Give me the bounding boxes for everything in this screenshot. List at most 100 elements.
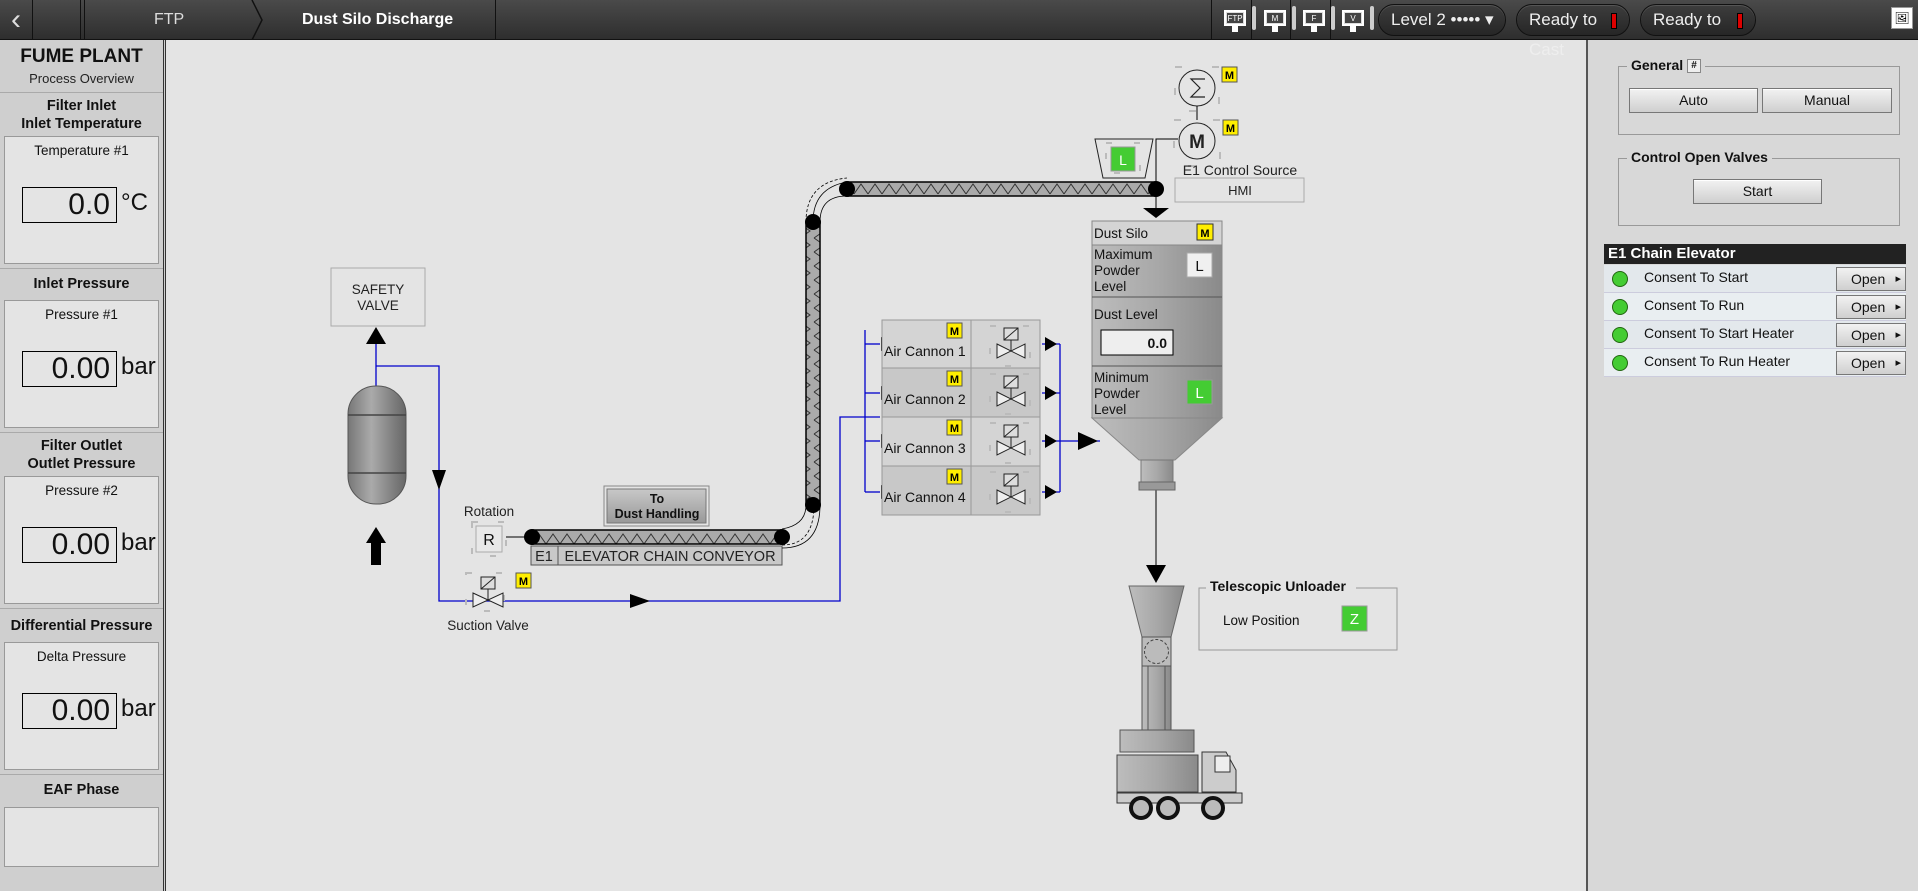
- telescopic-unloader-graphic: [1116, 585, 1243, 820]
- ready-to-roll-indicator[interactable]: Ready to Roll: [1640, 4, 1756, 59]
- manual-button[interactable]: Manual: [1762, 88, 1892, 113]
- conveyor-name: ELEVATOR CHAIN CONVEYOR: [564, 549, 775, 565]
- rotation-indicator[interactable]: R: [471, 521, 530, 557]
- screen-button-f[interactable]: F: [1301, 6, 1341, 34]
- divider: [1251, 0, 1252, 40]
- consent-row: Consent To Start Heater Open: [1604, 321, 1906, 349]
- ready-to-cast-indicator[interactable]: Ready to Cast: [1516, 4, 1630, 59]
- chain-elevator-title: E1 Chain Elevator: [1604, 244, 1906, 264]
- screen-button-ftp[interactable]: FTP: [1222, 6, 1262, 34]
- motor-manual-badge: M: [1222, 119, 1239, 136]
- consent-row: Consent To Run Heater Open: [1604, 349, 1906, 377]
- manual-badge-text: M: [950, 326, 959, 338]
- arrow-right-icon: [630, 594, 650, 608]
- divider: [1330, 0, 1331, 40]
- svg-text:M: M: [1226, 123, 1235, 135]
- panel-header: FUME PLANT Process Overview: [0, 46, 163, 93]
- valve-frame: [989, 373, 1031, 415]
- level-dropdown[interactable]: Level 2 ••••• ▾: [1378, 4, 1506, 36]
- manual-badge-text: M: [950, 374, 959, 386]
- image-icon[interactable]: 🖼: [1891, 7, 1913, 29]
- differential-pressure-section: Differential Pressure Delta Pressure 0.0…: [0, 609, 163, 775]
- arrow-right-icon: [1045, 337, 1057, 351]
- silo-manual-badge: M: [1200, 228, 1209, 240]
- status-led-green: [1612, 327, 1628, 343]
- auto-button[interactable]: Auto: [1629, 88, 1758, 113]
- delta-pressure-value: 0.00: [22, 693, 117, 729]
- consent-row: Consent To Start Open: [1604, 265, 1906, 293]
- temperature-box: Temperature #1 0.0 °C: [4, 136, 159, 264]
- manual-badge: [946, 468, 963, 485]
- valve-icon: [996, 489, 1026, 505]
- wheel: [1129, 796, 1153, 820]
- rotation-label: Rotation: [464, 504, 514, 519]
- suction-valve[interactable]: [465, 572, 505, 612]
- back-button[interactable]: ‹: [0, 0, 33, 40]
- elevator-chain-conveyor[interactable]: E1 ELEVATOR CHAIN CONVEYOR: [524, 529, 790, 566]
- open-button[interactable]: Open: [1836, 323, 1906, 347]
- min-powder-level-state: L: [1195, 385, 1203, 402]
- manual-badge: [946, 370, 963, 387]
- status-led-green: [1612, 271, 1628, 287]
- heater[interactable]: [1174, 66, 1220, 112]
- open-button[interactable]: Open: [1836, 267, 1906, 291]
- screen-label: FTP: [1226, 12, 1244, 24]
- rotation-state: R: [483, 532, 495, 549]
- temperature-unit: °C: [121, 189, 148, 216]
- control-source-value: HMI: [1228, 183, 1252, 198]
- safety-valve-label-line2: VALVE: [357, 298, 399, 313]
- hopper: L: [1094, 138, 1154, 179]
- pressure-unit: bar: [121, 353, 156, 380]
- pin-icon[interactable]: #: [1687, 59, 1702, 74]
- divider: [1211, 0, 1212, 40]
- safety-valve[interactable]: SAFETY VALVE: [330, 267, 426, 327]
- top-conveyor: [846, 181, 1157, 197]
- open-button[interactable]: Open: [1836, 351, 1906, 375]
- start-button[interactable]: Start: [1693, 179, 1822, 204]
- filter-vessel: [347, 385, 407, 505]
- air-cannon-label: Air Cannon 4: [884, 489, 966, 505]
- open-button[interactable]: Open: [1836, 295, 1906, 319]
- pressure-value: 0.00: [22, 527, 117, 563]
- arrow-right-icon: [1045, 386, 1057, 400]
- suction-valve-label: Suction Valve: [447, 618, 529, 633]
- telescopic-unloader-panel: Telescopic Unloader Low Position Z: [1198, 578, 1398, 651]
- left-panel: FUME PLANT Process Overview Filter Inlet…: [0, 40, 166, 891]
- motor[interactable]: M: [1173, 119, 1221, 167]
- control-source-field[interactable]: HMI: [1174, 177, 1305, 203]
- screen-button-v[interactable]: V: [1340, 6, 1380, 34]
- delta-pressure-box: Delta Pressure 0.00 bar: [4, 642, 159, 770]
- valve-icon: [996, 343, 1026, 359]
- valve-frame: [989, 422, 1031, 464]
- status-led: [1737, 13, 1743, 29]
- valve-icon: [996, 440, 1026, 456]
- filter-outlet-pressure-section: Filter Outlet Outlet Pressure Pressure #…: [0, 433, 163, 609]
- to-dust-handling-button[interactable]: To Dust Handling: [603, 485, 710, 527]
- dust-level-label: Dust Level: [1094, 307, 1158, 322]
- motor-label: M: [1189, 132, 1205, 153]
- screen-button-m[interactable]: M: [1262, 6, 1302, 34]
- conveyor-id: E1: [535, 549, 553, 565]
- to-dust-handling-line1: To: [650, 492, 665, 506]
- manual-badge: [946, 419, 963, 436]
- pressure-value: 0.00: [22, 351, 117, 387]
- delta-pressure-unit: bar: [121, 695, 156, 722]
- top-bar: ‹ FTP Dust Silo Discharge FTP M F V Leve…: [0, 0, 1918, 59]
- breadcrumb-ftp[interactable]: FTP: [154, 11, 185, 28]
- chevron-left-icon: ‹: [11, 3, 21, 36]
- plant-title: FUME PLANT: [20, 46, 143, 67]
- arrow-right-icon: [1078, 432, 1098, 450]
- divider: [84, 0, 85, 40]
- plant-subtitle: Process Overview: [29, 71, 134, 86]
- page-title: Dust Silo Discharge: [302, 11, 454, 28]
- arrow-stem: [371, 543, 381, 565]
- section-heading: Filter Outlet Outlet Pressure: [27, 438, 136, 472]
- heater-manual-badge: M: [1221, 66, 1238, 83]
- arrow-down-icon: [1146, 565, 1166, 583]
